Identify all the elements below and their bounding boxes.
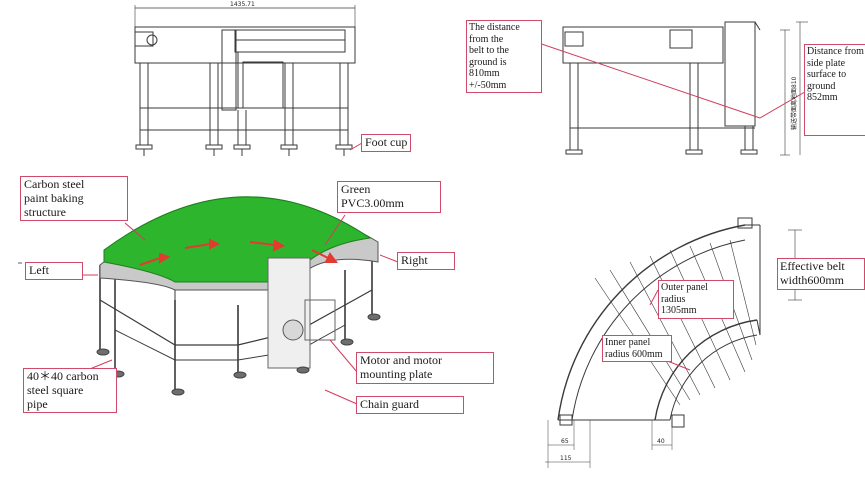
callout-line: steel square (27, 382, 84, 397)
callout-motor-plate: Motor and motor mounting plate (356, 352, 494, 384)
callout-line: Carbon steel (24, 177, 85, 191)
callout-line: Inner panel (605, 337, 651, 348)
callout-line: from the (469, 33, 504, 45)
callout-line: 852mm (807, 92, 838, 103)
callout-line: Green (341, 182, 371, 196)
callout-chain-guard: Chain guard (356, 396, 464, 414)
callout-line: PVC3.00mm (341, 195, 405, 210)
callout-line: Outer panel (661, 282, 708, 293)
callout-carbon-steel: Carbon steel paint baking structure (20, 176, 128, 222)
callout-line: side plate (807, 57, 846, 69)
dim-height-vertical: 输送带面离地面810 (790, 76, 798, 130)
callout-line: Motor and motor (360, 353, 442, 367)
callout-foot-cup: Foot cup (361, 134, 412, 152)
callout-left: Left (25, 262, 83, 280)
callout-line: structure (24, 204, 66, 219)
front-view (134, 5, 363, 156)
callout-side-plate-distance: Distance from side plate surface to grou… (804, 44, 865, 136)
callout-line: belt to the (469, 45, 509, 56)
callout-line: 1305mm (661, 305, 697, 316)
callout-line: 40＊40 carbon (27, 369, 99, 383)
callout-line: radius (661, 293, 686, 305)
callout-belt-ground-distance: The distance from the belt to the ground… (466, 20, 542, 93)
callout-outer-radius: Outer panel radius 1305mm (658, 280, 734, 319)
callout-belt-width: Effective belt width600mm (777, 258, 865, 290)
callout-line: pipe (27, 396, 48, 411)
callout-line: +/-50mm (469, 79, 507, 91)
callout-line: radius 600mm (605, 348, 663, 360)
callout-line: 810mm (469, 68, 500, 79)
callout-line: ground (807, 80, 836, 92)
callout-line: Effective belt (780, 259, 845, 273)
callout-square-pipe: 40＊40 carbon steel square pipe (23, 368, 117, 414)
callout-green-pvc: Green PVC3.00mm (337, 181, 441, 213)
callout-right: Right (397, 252, 455, 270)
callout-line: Distance from (807, 46, 864, 57)
dim-overall-length: 1435.71 (230, 1, 255, 8)
callout-line: paint baking (24, 190, 84, 205)
dim-115: 115 (560, 455, 572, 462)
callout-line: The distance (469, 22, 520, 33)
callout-line: width600mm (780, 272, 845, 287)
callout-inner-radius: Inner panel radius 600mm (602, 335, 672, 362)
callout-line: surface to (807, 69, 847, 80)
dim-65: 65 (561, 438, 569, 445)
callout-line: mounting plate (360, 366, 433, 381)
callout-line: ground is (469, 56, 507, 68)
dim-40: 40 (657, 438, 665, 445)
plan-view (545, 217, 802, 468)
